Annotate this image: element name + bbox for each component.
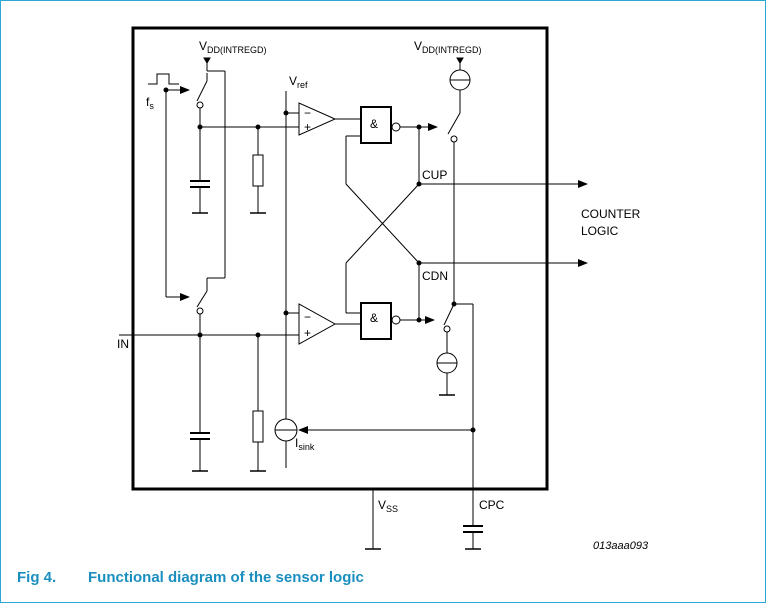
cdn-label: CDN bbox=[422, 269, 448, 283]
switch-bottom-left bbox=[196, 290, 208, 335]
svg-text:VSS: VSS bbox=[378, 498, 398, 514]
input-node bbox=[119, 332, 299, 472]
figure-title: Functional diagram of the sensor logic bbox=[88, 569, 364, 586]
clock-pulse-symbol bbox=[148, 73, 179, 85]
comparator-bottom bbox=[298, 303, 361, 345]
isink-sub: sink bbox=[298, 442, 315, 452]
vdd-right-source bbox=[447, 57, 471, 304]
comparator-top-minus: − bbox=[304, 106, 311, 120]
vref-main: V bbox=[289, 74, 297, 88]
vdd-right-sub: DD(INTREGD) bbox=[422, 45, 482, 55]
vref-line bbox=[283, 91, 299, 468]
top-sampling-node bbox=[190, 124, 299, 214]
fs-sub: s bbox=[149, 101, 154, 111]
svg-text:VDD(INTREGD): VDD(INTREGD) bbox=[199, 39, 267, 55]
counter-logic-label-1: COUNTER bbox=[581, 207, 641, 221]
cpc-capacitor bbox=[463, 525, 483, 550]
figure-caption: Fig 4. Functional diagram of the sensor l… bbox=[17, 569, 364, 586]
in-label: IN bbox=[117, 337, 129, 351]
vdd-left-main: V bbox=[199, 39, 207, 53]
vss-connection bbox=[365, 489, 381, 550]
vdd-left-sub: DD(INTREGD) bbox=[207, 45, 267, 55]
svg-text:VDD(INTREGD): VDD(INTREGD) bbox=[414, 39, 482, 55]
comparator-top-plus: + bbox=[304, 120, 311, 134]
svg-text:Vref: Vref bbox=[289, 74, 308, 90]
cross-coupled-feedback bbox=[345, 124, 422, 323]
svg-text:fs: fs bbox=[146, 95, 154, 111]
comparator-bottom-plus: + bbox=[304, 326, 311, 340]
cpc-switch bbox=[436, 301, 476, 526]
figure-ref-code: 013aaa093 bbox=[593, 540, 649, 552]
vss-main: V bbox=[378, 498, 386, 512]
svg-text:Isink: Isink bbox=[295, 436, 315, 452]
sensor-block bbox=[131, 26, 549, 491]
and-gate-bottom-label: & bbox=[370, 311, 378, 325]
cup-label: CUP bbox=[422, 168, 447, 182]
comparator-bottom-minus: − bbox=[304, 310, 311, 324]
vdd-left-supply bbox=[203, 57, 226, 291]
cpc-label: CPC bbox=[479, 498, 505, 512]
isink-main: I bbox=[295, 436, 298, 450]
vdd-right-main: V bbox=[414, 39, 422, 53]
and-gate-top-label: & bbox=[370, 117, 378, 131]
isink-current-source bbox=[274, 418, 473, 468]
labels: VDD(INTREGD) VDD(INTREGD) fs Vref − + − … bbox=[117, 39, 649, 552]
output-lines bbox=[416, 180, 588, 267]
vss-sub: SS bbox=[386, 504, 398, 514]
counter-logic-label-2: LOGIC bbox=[581, 224, 619, 238]
fs-main: f bbox=[146, 95, 150, 109]
switch-top-left bbox=[196, 73, 208, 127]
comparator-top bbox=[298, 102, 361, 136]
fs-control-line bbox=[163, 86, 190, 301]
vref-sub: ref bbox=[297, 80, 308, 90]
and-gate-top bbox=[346, 106, 438, 144]
figure-number: Fig 4. bbox=[17, 569, 57, 586]
